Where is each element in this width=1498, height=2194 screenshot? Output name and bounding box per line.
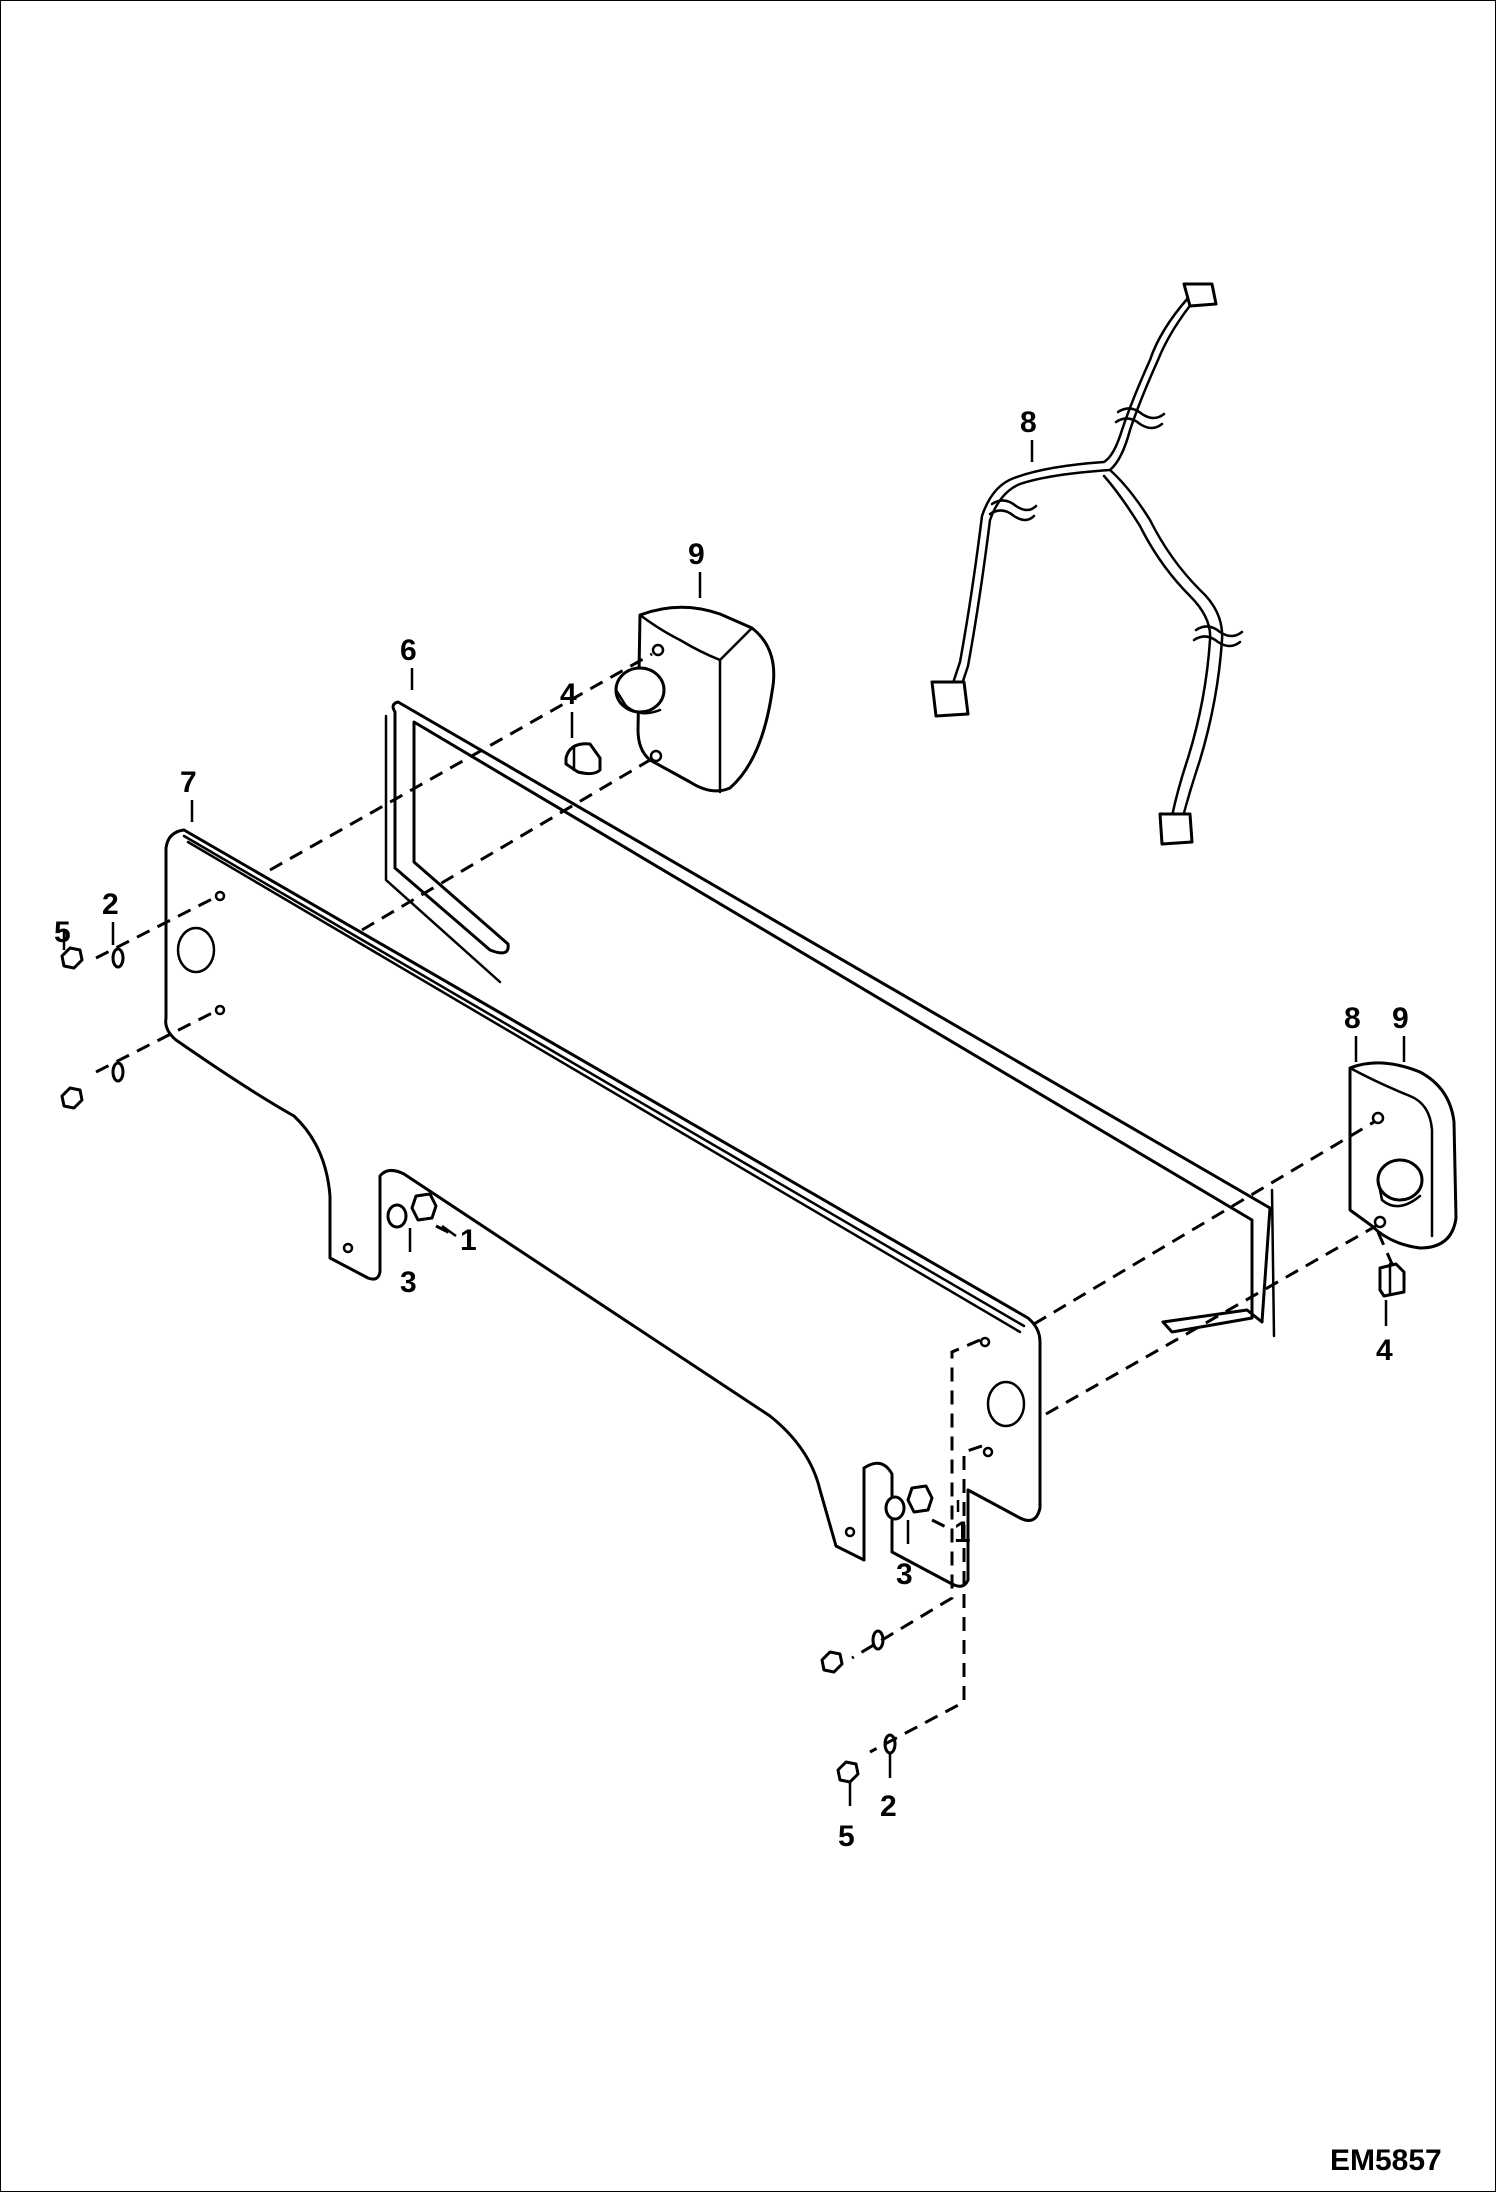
plate-hole-left <box>176 926 216 974</box>
lamp-part-9-right <box>1348 1061 1458 1250</box>
bolt-part-1-right <box>906 1484 934 1514</box>
callout-7: 7 <box>180 766 197 799</box>
washer-part-3-right <box>884 1495 906 1521</box>
washer-part-3-left <box>386 1203 408 1229</box>
wire-harness-part-8 <box>930 282 1244 846</box>
callout-9-upper: 9 <box>688 538 705 571</box>
callout-labels: 6 7 4 9 8 5 2 1 3 1 3 2 5 8 9 4 <box>54 406 1409 1853</box>
callout-8-right: 8 <box>1344 1002 1361 1035</box>
callout-5-right: 5 <box>838 1820 855 1853</box>
fasteners-left <box>60 946 438 1229</box>
callout-9-right: 9 <box>1392 1002 1409 1035</box>
harness-connector-right <box>1158 812 1194 846</box>
callout-3-left: 3 <box>400 1266 417 1299</box>
assembly-dashed-lines <box>95 652 1394 1754</box>
fasteners-right <box>820 1484 934 1784</box>
bolt-part-1-left <box>410 1192 438 1222</box>
callout-4-upper: 4 <box>560 678 577 711</box>
clip-part-4-upper <box>564 742 602 776</box>
callout-4-right: 4 <box>1376 1334 1393 1367</box>
lamp-part-9-upper <box>614 605 776 794</box>
callout-1-left: 1 <box>460 1224 477 1257</box>
bracket-bar-part-6 <box>384 700 1276 1338</box>
nut-lower-left <box>60 1086 84 1110</box>
drawing-code: EM5857 <box>1330 2144 1442 2177</box>
clip-part-4-right <box>1378 1262 1406 1298</box>
nut-part-5-upper-left <box>60 946 84 970</box>
washer-lower-left <box>111 1061 125 1083</box>
plate-hole-right <box>986 1380 1026 1428</box>
callout-2-left: 2 <box>102 888 119 921</box>
nut-part-5-right <box>836 1760 860 1784</box>
harness-connector-top <box>1182 282 1218 308</box>
callout-5-left: 5 <box>54 916 71 949</box>
callout-6: 6 <box>400 634 417 667</box>
callout-1-right: 1 <box>954 1516 971 1549</box>
callout-8-upper: 8 <box>1020 406 1037 439</box>
leader-lines <box>62 440 1406 1806</box>
washer-part-2-upper-left <box>111 947 125 969</box>
callout-2-right: 2 <box>880 1790 897 1823</box>
callout-3-right: 3 <box>896 1558 913 1591</box>
mounting-plate-part-7 <box>164 828 1042 1588</box>
nut-right-upper <box>820 1650 844 1674</box>
harness-connector-left <box>930 680 970 718</box>
